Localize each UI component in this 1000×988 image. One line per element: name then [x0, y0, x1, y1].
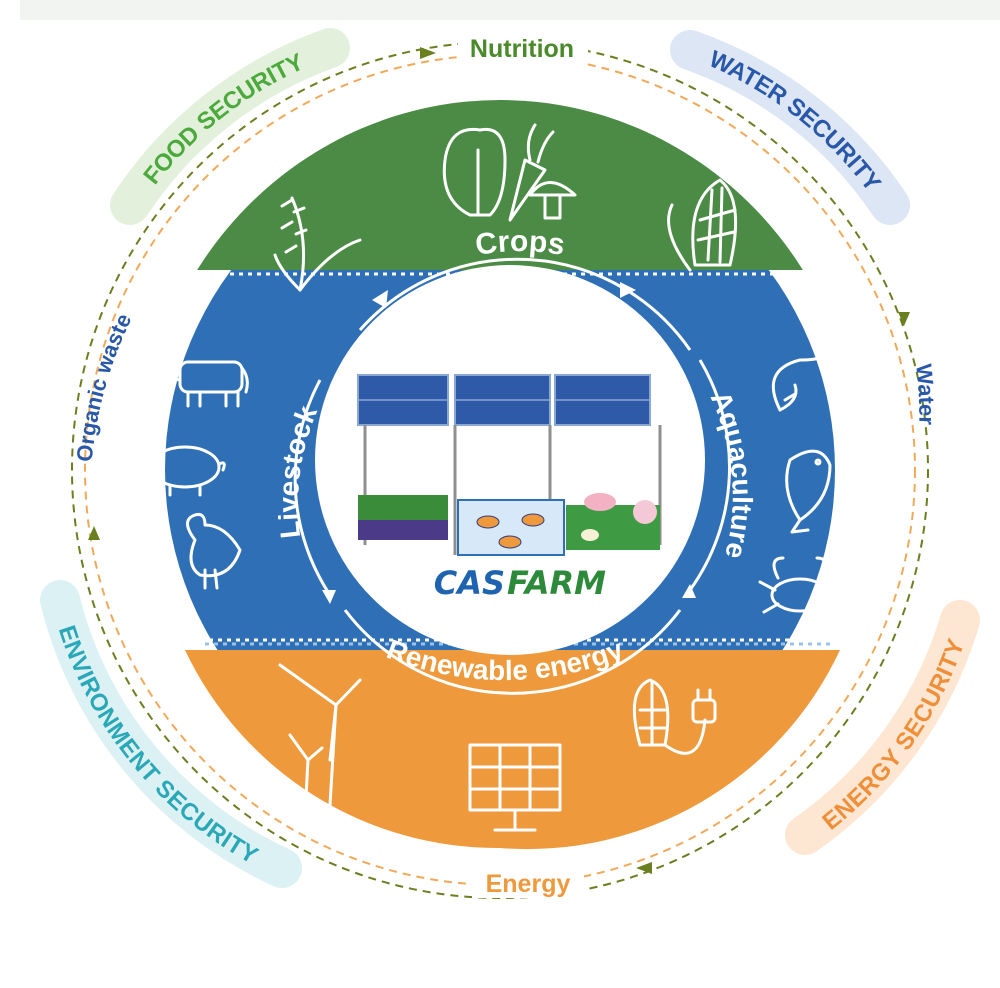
- cow-icon: [164, 360, 249, 408]
- cabbage-icon: [442, 127, 507, 217]
- crops-band: [197, 100, 803, 270]
- rice-plant-icon: [273, 196, 362, 292]
- shrimp-icon: [771, 348, 824, 412]
- wind-turbine-icon: [278, 663, 362, 817]
- flow-nutrition-label: Nutrition: [470, 35, 574, 63]
- inner-cycle: [293, 257, 731, 695]
- mushroom-icon: [528, 181, 577, 220]
- arrow-head-left: [88, 526, 100, 540]
- flow-water-label: Water: [911, 363, 939, 426]
- fish-icon: [785, 449, 832, 534]
- corn-plug-icon: [632, 678, 717, 755]
- arrow-aquaculture: [682, 584, 696, 598]
- flow-organic-waste-label: Organic waste: [72, 310, 137, 463]
- arrow-head-right: [898, 312, 910, 326]
- arrow-livestock: [322, 590, 336, 604]
- duck-figure: [581, 529, 599, 541]
- arrow-head-top: [420, 47, 436, 59]
- center-circle: [315, 265, 705, 655]
- casfarm-logo: CAS FARM: [434, 564, 606, 602]
- svg-text:FOOD SECURITY: FOOD SECURITY: [138, 48, 308, 189]
- arrow-crops-2: [620, 282, 636, 298]
- logo-cas: CAS: [434, 564, 505, 602]
- corn-icon: [667, 178, 738, 272]
- crab-icon: [758, 556, 842, 614]
- segment-crops-label: Crops: [473, 225, 567, 262]
- svg-text:WATER SECURITY: WATER SECURITY: [705, 46, 886, 197]
- pig-figure: [584, 493, 616, 511]
- energy-band: [185, 650, 840, 850]
- fish-group: [476, 513, 545, 549]
- solar-panel-icon: [468, 743, 562, 832]
- chicken-icon: [186, 513, 242, 590]
- goat-figure: [633, 500, 657, 524]
- top-band: [20, 0, 1000, 20]
- pig-icon: [141, 445, 226, 497]
- svg-text:ENERGY SECURITY: ENERGY SECURITY: [817, 636, 970, 836]
- carrot-icon: [508, 123, 555, 222]
- flow-energy-label: Energy: [486, 870, 571, 898]
- farm-illustration: [357, 374, 662, 556]
- logo-farm: FARM: [507, 564, 606, 602]
- arrow-head-bottom: [636, 862, 652, 874]
- solar-roof: [357, 374, 651, 426]
- arrow-crops-1: [372, 290, 388, 308]
